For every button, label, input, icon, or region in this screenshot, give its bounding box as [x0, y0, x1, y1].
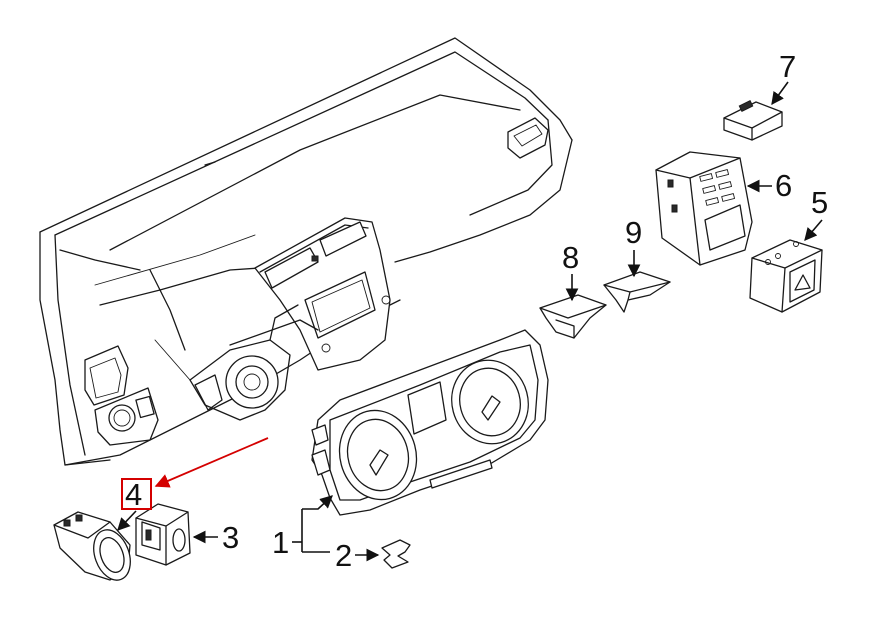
highlight-box: [121, 478, 152, 510]
switch-part-3: [135, 503, 191, 566]
bracket-part-9: [603, 271, 671, 313]
callout-2: 2: [335, 538, 380, 573]
callout-3: 3: [192, 520, 239, 555]
svg-text:7: 7: [779, 49, 796, 84]
callout-1: 1: [272, 495, 333, 560]
callout-6: 6: [746, 168, 792, 203]
callout-9: 9: [625, 215, 642, 278]
hazard-switch-part: [749, 239, 823, 313]
svg-text:9: 9: [625, 215, 642, 250]
clip-part: [381, 539, 411, 569]
callout-8: 8: [562, 240, 579, 302]
highlight-arrow: [154, 437, 269, 488]
instrument-cluster-part: [311, 329, 549, 516]
dashboard-illustration: [39, 37, 573, 466]
small-switch-part: [723, 100, 783, 141]
trim-part-8: [539, 294, 607, 339]
svg-text:6: 6: [775, 168, 792, 203]
svg-text:8: 8: [562, 240, 579, 275]
callout-7: 7: [771, 49, 796, 106]
svg-text:2: 2: [335, 538, 352, 573]
callout-5: 5: [804, 185, 828, 241]
callout-4: 4: [117, 437, 269, 531]
svg-text:3: 3: [222, 520, 239, 555]
headlight-switch-part: [53, 511, 131, 581]
svg-text:1: 1: [272, 525, 289, 560]
svg-text:5: 5: [811, 185, 828, 220]
switch-panel-part: [655, 151, 753, 266]
svg-text:4: 4: [125, 477, 142, 512]
